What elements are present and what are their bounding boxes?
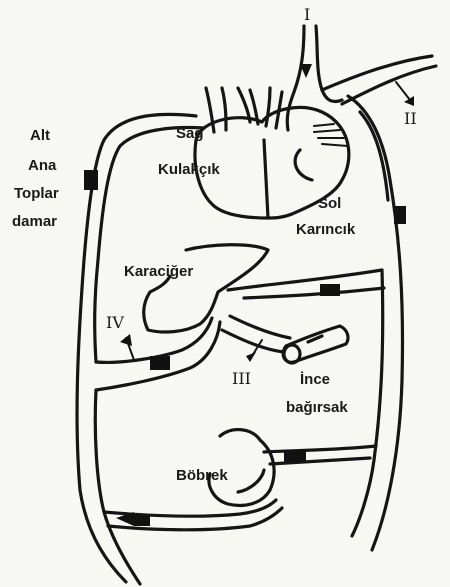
heart-left-inner bbox=[293, 148, 314, 182]
descending-aorta-outer bbox=[346, 94, 405, 552]
aorta-branch-upper bbox=[320, 54, 434, 92]
liver-artery-arrow bbox=[320, 284, 340, 296]
kidney-outline bbox=[207, 428, 276, 508]
liver-artery-upper bbox=[226, 268, 384, 292]
hepatic-vein-lower bbox=[94, 320, 222, 392]
label-kidney: Böbrek bbox=[176, 467, 228, 484]
label-intestine-2: bağırsak bbox=[286, 399, 348, 416]
kidney-vein-arrow bbox=[116, 512, 134, 526]
kidney-vessel-lower bbox=[268, 456, 372, 466]
label-vena-cava-4: damar bbox=[12, 213, 57, 230]
vena-cava-arrow bbox=[84, 170, 98, 190]
liver-outline bbox=[142, 243, 270, 334]
heart-outline bbox=[193, 105, 351, 220]
label-vena-cava-1: Alt bbox=[30, 127, 50, 144]
valve-mark-1 bbox=[313, 123, 335, 127]
vessel-top-3 bbox=[236, 86, 252, 124]
aorta-right-wall bbox=[314, 24, 344, 104]
vessel-top-6 bbox=[274, 90, 284, 130]
hepatic-vein-upper bbox=[94, 316, 214, 364]
vena-cava-inner bbox=[93, 125, 206, 364]
aorta-branch-lower bbox=[340, 64, 438, 106]
vena-cava-inner-lower bbox=[93, 388, 142, 586]
portal-vessel-lower bbox=[220, 328, 286, 354]
marker-i: I bbox=[304, 5, 310, 24]
valve-mark-2 bbox=[313, 129, 341, 133]
kidney-inner bbox=[236, 468, 266, 494]
heart-septum bbox=[262, 138, 270, 220]
liver-lobe bbox=[148, 274, 172, 294]
aorta-left-wall bbox=[285, 24, 306, 132]
aorta-arrow bbox=[300, 64, 312, 78]
arrow-ii-line bbox=[395, 81, 411, 101]
kidney-vessel-upper bbox=[262, 444, 378, 454]
marker-iv: IV bbox=[106, 313, 124, 332]
label-right-atrium-2: Kulakçık bbox=[158, 161, 220, 178]
label-left-ventricle-1: Sol bbox=[318, 195, 341, 212]
liver-artery-lower bbox=[242, 286, 386, 300]
label-right-atrium-1: Sağ bbox=[176, 125, 204, 142]
intestine-line bbox=[306, 334, 324, 344]
label-left-ventricle-2: Karıncık bbox=[296, 221, 356, 238]
label-liver: Karaciğer bbox=[124, 263, 193, 280]
vessel-top-4 bbox=[248, 88, 260, 126]
descending-aorta-inner-low bbox=[350, 268, 385, 538]
label-intestine-1: İnce bbox=[300, 371, 330, 388]
marker-ii: II bbox=[404, 109, 417, 128]
hepatic-vein-arrow bbox=[150, 356, 170, 370]
label-vena-cava-2: Ana bbox=[28, 157, 57, 174]
arrow-ii-head bbox=[404, 96, 414, 106]
portal-vessel-upper bbox=[228, 314, 292, 340]
vessel-top-2 bbox=[220, 86, 228, 132]
kidney-vein-lower bbox=[106, 506, 284, 532]
kidney-artery-arrow bbox=[284, 450, 306, 462]
intestine-end bbox=[282, 343, 302, 365]
vena-cava-outer bbox=[75, 112, 198, 584]
descending-aorta-inner bbox=[358, 110, 390, 202]
marker-iii: III bbox=[232, 369, 251, 388]
vessel-top-1 bbox=[204, 86, 216, 134]
descending-aorta-arrow bbox=[394, 206, 406, 224]
label-vena-cava-3: Toplar bbox=[14, 185, 59, 202]
valve-mark-4 bbox=[321, 143, 349, 147]
kidney-vein-block bbox=[134, 514, 150, 526]
arrow-iv-head bbox=[120, 334, 132, 346]
vessel-top-5 bbox=[264, 86, 272, 128]
arrow-iii-head bbox=[246, 352, 256, 362]
